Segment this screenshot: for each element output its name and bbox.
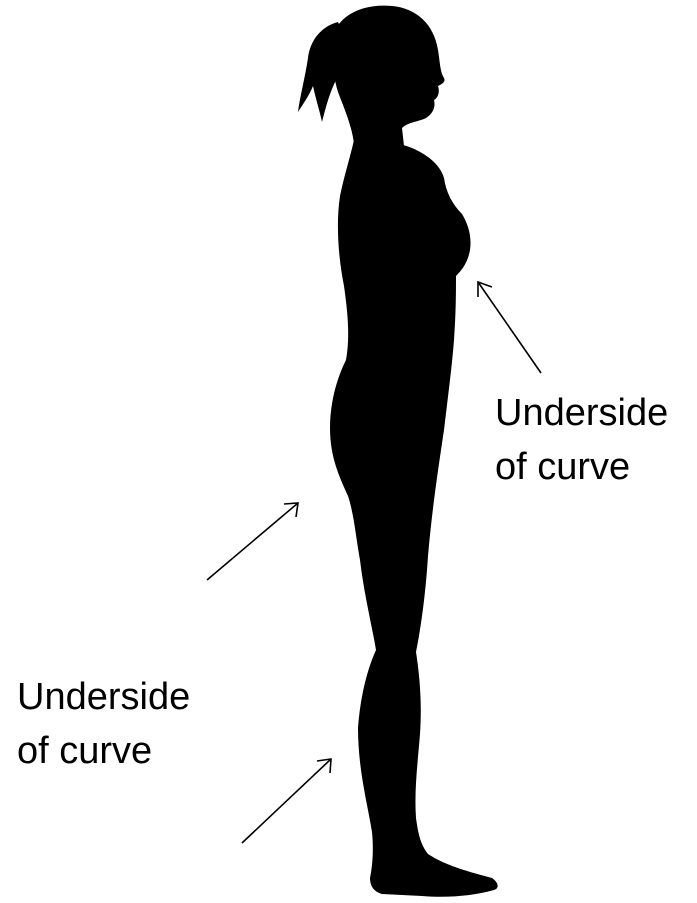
arrow-to-buttocks-icon xyxy=(207,503,298,580)
annotation-line-1: Underside xyxy=(17,670,190,724)
body xyxy=(330,140,498,897)
arrow-to-calf-icon xyxy=(242,759,331,843)
head xyxy=(332,6,444,146)
annotation-label-calf: Underside of curve xyxy=(17,670,190,778)
annotation-line-1: Underside xyxy=(495,386,668,440)
woman-silhouette-icon xyxy=(298,6,498,897)
annotation-label-bust: Underside of curve xyxy=(495,386,668,494)
arrow-to-bust-icon xyxy=(478,282,541,373)
annotation-line-2: of curve xyxy=(17,724,190,778)
annotation-line-2: of curve xyxy=(495,440,668,494)
